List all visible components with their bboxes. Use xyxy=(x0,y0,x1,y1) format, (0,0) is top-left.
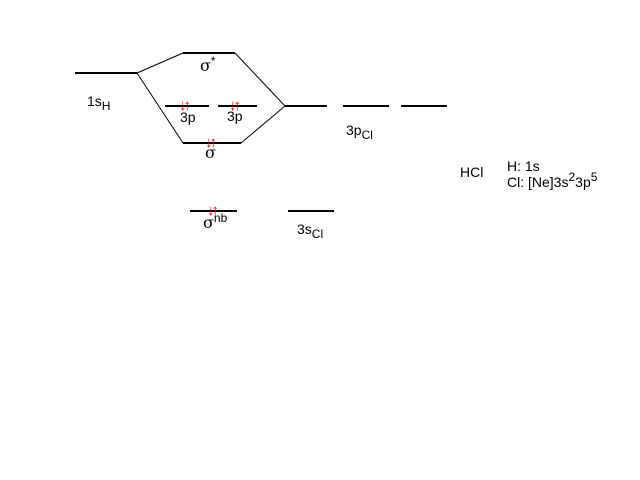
h-1s-label: 1sH xyxy=(87,93,111,113)
h-electron-config: H: 1s xyxy=(507,158,540,174)
sigma-star-label: σ* xyxy=(200,54,216,75)
cl-electron-config: Cl: [Ne]3s23p5 xyxy=(507,170,598,190)
electron-pair-p-right: ↓↑ xyxy=(229,97,241,114)
p-right-label: 3p xyxy=(227,108,243,124)
cl-3s-label: 3sCl xyxy=(297,221,324,241)
molecule-name: HCl xyxy=(460,164,484,180)
electron-pair-sigma: ↓↑ xyxy=(205,134,217,151)
cl-3p-label: 3pCl xyxy=(346,122,373,142)
corr-line-h-sigma-star xyxy=(136,52,184,74)
corr-line-h-sigma xyxy=(136,72,184,144)
sigma-nb-label: σnb xyxy=(203,211,228,232)
corr-line-cl-sigma-star xyxy=(234,52,286,107)
electron-pair-p-left: ↓↑ xyxy=(179,97,191,114)
p-left-label: 3p xyxy=(180,109,196,125)
sigma-label: σ xyxy=(205,143,216,162)
electron-pair-sigma-nb: ↓↑ xyxy=(207,202,219,219)
corr-line-cl-sigma xyxy=(240,105,286,144)
